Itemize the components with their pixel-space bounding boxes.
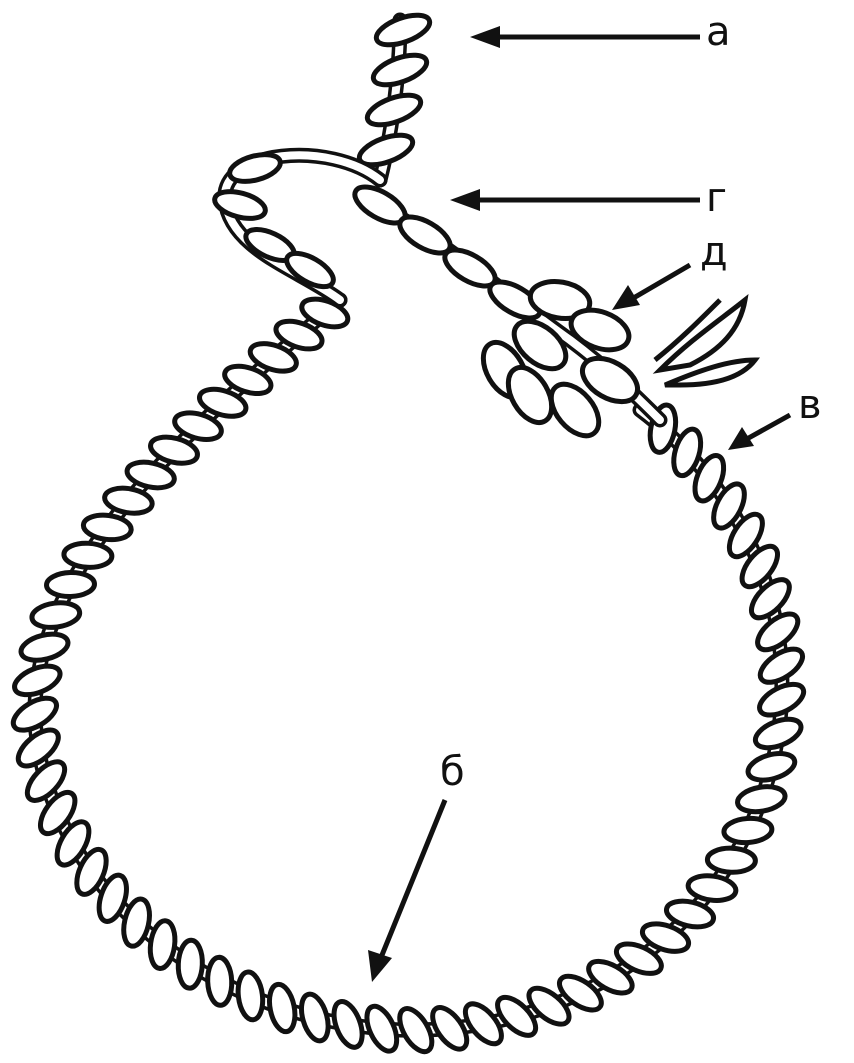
rope-frayed-end bbox=[655, 300, 755, 385]
rope-twist-segment bbox=[177, 940, 203, 989]
rope-turn bbox=[212, 150, 380, 300]
arrow-v bbox=[728, 415, 790, 450]
arrow-d bbox=[612, 265, 690, 310]
label-d: д bbox=[700, 232, 728, 272]
rope-twist-segment bbox=[736, 783, 787, 815]
rope-twist-segment bbox=[30, 600, 81, 630]
rope-twist-segment bbox=[755, 678, 809, 721]
rope-twist-segment bbox=[63, 542, 112, 568]
rope-standing-part bbox=[356, 9, 434, 180]
rope-twist-segment bbox=[11, 660, 64, 700]
rope-twist-segment bbox=[297, 991, 333, 1044]
rope-twist-segment bbox=[46, 572, 95, 597]
rope-twist-segment bbox=[82, 513, 132, 542]
rope-twist-segment bbox=[328, 998, 367, 1051]
arrow-g bbox=[450, 189, 700, 211]
rope-twist-segment bbox=[207, 957, 233, 1006]
label-v: в bbox=[798, 385, 822, 425]
label-b: б bbox=[440, 752, 465, 792]
label-g: г bbox=[706, 178, 727, 218]
label-a: а bbox=[706, 12, 731, 52]
rope-twist-segment bbox=[707, 847, 756, 872]
rope-twist-segment bbox=[18, 630, 70, 665]
rope-twist-segment bbox=[361, 1002, 403, 1056]
rope-loop bbox=[8, 294, 808, 1057]
rope-twist-segment bbox=[745, 749, 798, 785]
arrow-a bbox=[470, 26, 700, 48]
rope-twists bbox=[8, 294, 808, 1057]
rope-twist-segment bbox=[751, 714, 804, 754]
arrow-b bbox=[368, 800, 445, 982]
rope-twist-segment bbox=[723, 817, 773, 844]
rope-twist-segment bbox=[266, 982, 299, 1034]
rope-twist-segment bbox=[236, 971, 266, 1022]
